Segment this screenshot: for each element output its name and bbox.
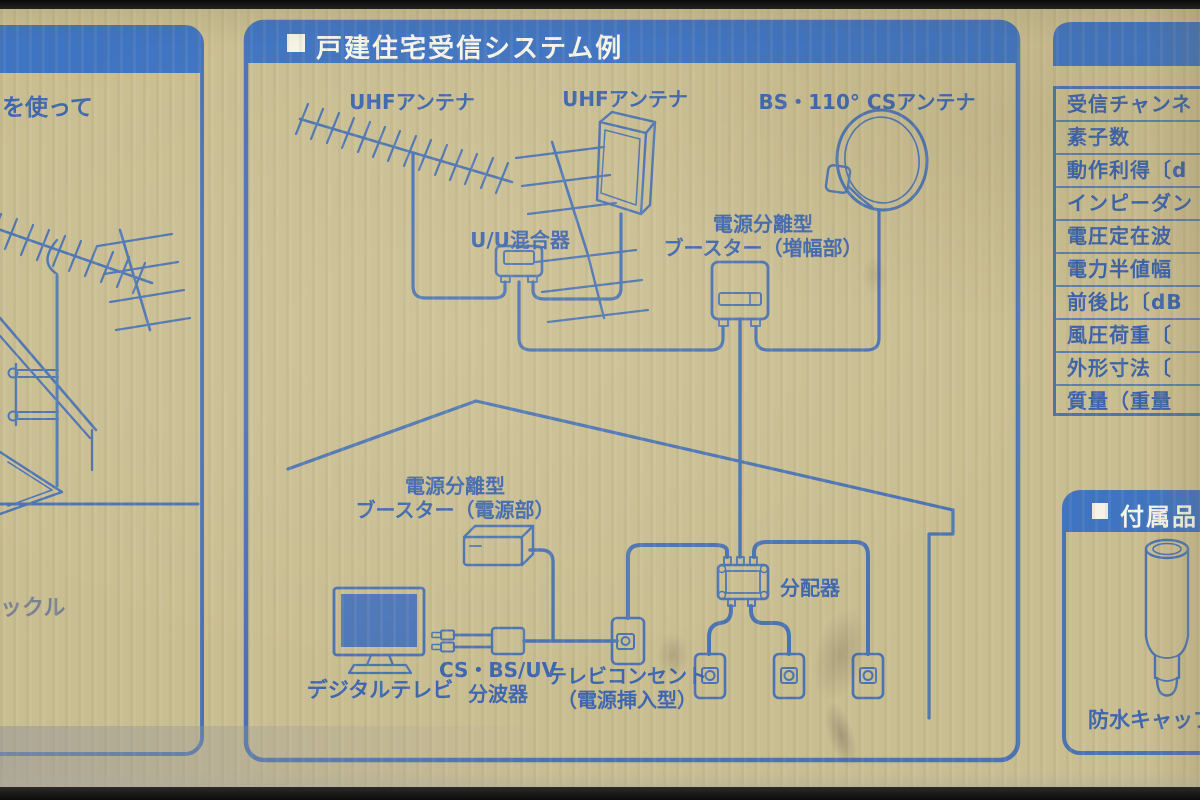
indoor-cables xyxy=(522,540,870,656)
splitter-drawing xyxy=(431,626,526,656)
left-panel-header-bar xyxy=(0,27,202,73)
tv-drawing xyxy=(332,586,426,675)
uu-mixer-drawing xyxy=(494,244,544,283)
booster-power-drawing xyxy=(462,524,535,567)
center-header-bullet-icon xyxy=(287,34,305,52)
uhf-antenna-1-drawing xyxy=(294,102,650,324)
label-splitter-line2: 分波器 xyxy=(468,682,528,706)
spec-row: 受信チャンネ xyxy=(1056,89,1200,122)
photo-bottom-black-strip xyxy=(0,787,1200,800)
label-booster-amp-line2: ブースター（増幅部） xyxy=(663,236,863,260)
wall-outlet-b xyxy=(772,652,806,700)
label-booster-power-line1: 電源分離型 xyxy=(405,474,505,498)
label-digital-tv: デジタルテレビ xyxy=(306,678,454,702)
label-waterproof-cap: 防水キャップ xyxy=(1088,708,1200,732)
left-panel-border xyxy=(0,25,204,756)
center-panel-title: 戸建住宅受信システム例 xyxy=(316,34,624,64)
left-caption-bottom: ックル xyxy=(0,596,66,621)
label-splitter: CS・BS/UV 分波器 xyxy=(439,658,557,706)
spec-row: 動作利得〔d xyxy=(1056,155,1200,188)
label-booster-power-line2: ブースター（電源部） xyxy=(355,498,555,522)
accessories-header-bullet-icon xyxy=(1092,503,1108,519)
spec-row: 素子数 xyxy=(1056,122,1200,155)
wall-outlet-c xyxy=(851,652,885,700)
house-outline xyxy=(286,399,955,720)
spec-row: 前後比〔dB xyxy=(1056,287,1200,320)
label-distributor: 分配器 xyxy=(780,576,840,600)
antenna-cables xyxy=(411,151,881,559)
uhf-antenna-2-drawing xyxy=(595,110,657,216)
label-splitter-line1: CS・BS/UV xyxy=(438,658,558,682)
label-uhf-antenna-1: UHFアンテナ xyxy=(349,90,475,114)
accessories-title: 付属品 xyxy=(1120,503,1198,531)
center-header-bar xyxy=(246,22,1018,63)
spec-row: 質量（重量 xyxy=(1067,389,1172,413)
label-booster-amp: 電源分離型 ブースター（増幅部） xyxy=(664,212,863,260)
label-tv-outlet-line2: （電源挿入型） xyxy=(557,688,697,712)
spec-row: 電圧定在波 xyxy=(1056,221,1200,254)
label-tv-outlet-line1: テレビコンセント xyxy=(547,664,707,688)
spec-row: インピーダン xyxy=(1056,188,1200,221)
accessories-header-bar xyxy=(1064,492,1200,532)
waterproof-cap-drawing xyxy=(1144,538,1190,697)
spec-row: 風圧荷重〔 xyxy=(1056,320,1200,353)
label-uhf-antenna-2: UHFアンテナ xyxy=(562,87,688,111)
label-tv-outlet: テレビコンセント （電源挿入型） xyxy=(547,664,707,712)
right-top-header-bar xyxy=(1053,22,1200,66)
label-bs-cs-antenna: BS・110° CSアンテナ xyxy=(758,90,976,114)
label-uu-mixer: U/U混合器 xyxy=(470,228,570,252)
spec-row: 電力半値幅 xyxy=(1056,254,1200,287)
photo-top-black-strip xyxy=(0,0,1200,9)
tv-outlet-drawing xyxy=(610,616,646,666)
wall-outlet-a xyxy=(693,652,727,700)
label-booster-power: 電源分離型 ブースター（電源部） xyxy=(356,474,555,522)
distributor-drawing xyxy=(716,556,770,607)
spec-row: 外形寸法〔 xyxy=(1056,353,1200,386)
spec-table: 受信チャンネ 素子数 動作利得〔d インピーダン 電圧定在波 電力半値幅 前後比… xyxy=(1053,86,1200,416)
left-caption-top: を使って xyxy=(2,95,93,121)
label-booster-amp-line1: 電源分離型 xyxy=(713,212,813,236)
booster-amp-drawing xyxy=(710,260,770,327)
bs-dish-drawing xyxy=(824,108,929,212)
left-roof-antenna-drawing xyxy=(0,212,192,516)
accessories-panel-border xyxy=(1062,490,1200,755)
